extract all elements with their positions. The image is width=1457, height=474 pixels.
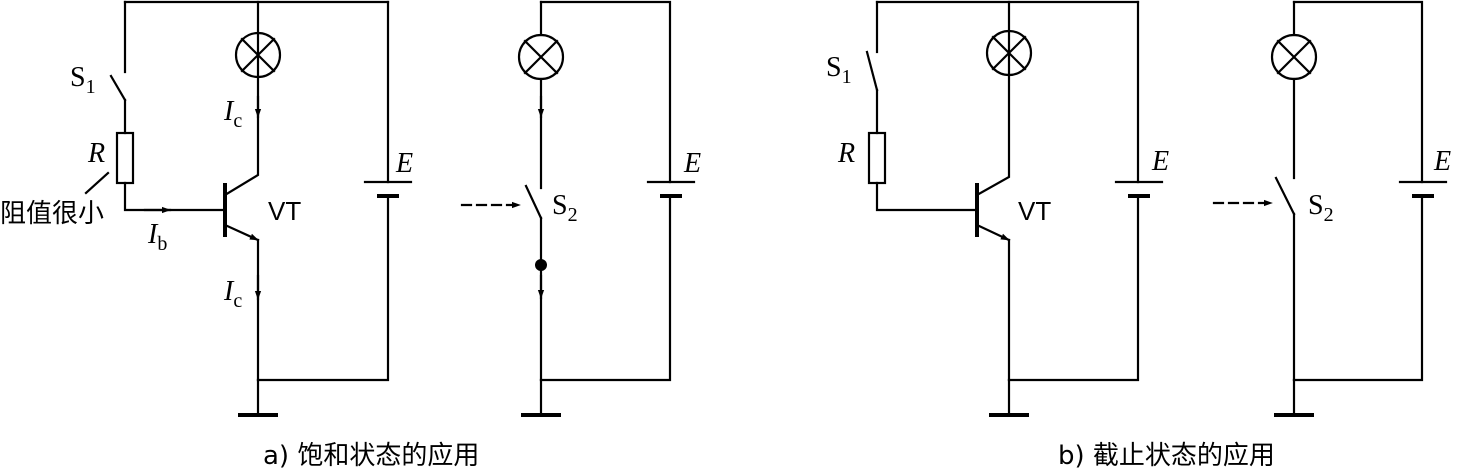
lamp-a1 bbox=[234, 31, 282, 79]
circuit-a-transistor-saturation bbox=[84, 0, 413, 417]
transistor-b-collector bbox=[975, 0, 1011, 197]
label-r-a: R bbox=[87, 138, 105, 169]
transistor-collector bbox=[223, 0, 260, 197]
resistor-rb bbox=[867, 131, 887, 185]
transistor-emitter bbox=[223, 223, 260, 242]
bottom-wire-a2 bbox=[539, 194, 672, 382]
caption-a: a) 饱和状态的应用 bbox=[263, 441, 479, 471]
resistor-r bbox=[115, 131, 135, 185]
top-wire-b2 bbox=[1292, 0, 1424, 184]
lamp-b1-cross bbox=[991, 35, 1027, 71]
caption-b: b) 截止状态的应用 bbox=[1058, 441, 1275, 471]
label-e-b1: E bbox=[1151, 146, 1169, 177]
label-vt-b: VT bbox=[1018, 196, 1051, 226]
base-wire bbox=[123, 181, 227, 212]
label-e-a2: E bbox=[683, 148, 701, 179]
label-ic-bottom: Ic bbox=[223, 276, 242, 312]
circuit-b-transistor-cutoff bbox=[865, 0, 1164, 417]
switch-s2b-blade bbox=[1274, 176, 1296, 216]
label-r-b: R bbox=[837, 138, 855, 169]
lamp-a2-cross bbox=[523, 39, 559, 75]
switch-s1-blade bbox=[109, 74, 127, 102]
label-s1-b: S1 bbox=[826, 52, 852, 88]
label-e-b2: E bbox=[1433, 146, 1451, 177]
transistor-b-emitter bbox=[975, 223, 1011, 242]
lamp-b2-cross bbox=[1276, 39, 1312, 75]
top-wire-a2 bbox=[539, 0, 672, 184]
circuit-a-switch bbox=[460, 0, 696, 417]
bottom-wire-b2 bbox=[1292, 194, 1424, 382]
label-resistor-note: 阻值很小 bbox=[0, 199, 104, 229]
circuit-b-switch bbox=[1212, 0, 1448, 417]
switch-s1b-blade bbox=[865, 50, 879, 92]
label-ib: Ib bbox=[147, 219, 167, 255]
bottom-wire-b bbox=[1007, 194, 1140, 382]
base-wire-b bbox=[875, 181, 979, 212]
label-s2-a: S2 bbox=[552, 190, 578, 226]
label-vt-a: VT bbox=[268, 196, 301, 226]
lamp-a1-cross bbox=[240, 37, 276, 73]
lamp-b1 bbox=[985, 29, 1033, 77]
label-s2-b: S2 bbox=[1308, 190, 1334, 226]
junction-dot bbox=[535, 259, 547, 271]
label-s1-a: S1 bbox=[70, 62, 96, 98]
label-ic-top: Ic bbox=[223, 96, 242, 132]
bottom-wire-a bbox=[256, 194, 390, 382]
resistor-note-leader bbox=[84, 171, 110, 195]
label-e-a1: E bbox=[395, 148, 413, 179]
switch-s2a-blade bbox=[524, 184, 543, 220]
